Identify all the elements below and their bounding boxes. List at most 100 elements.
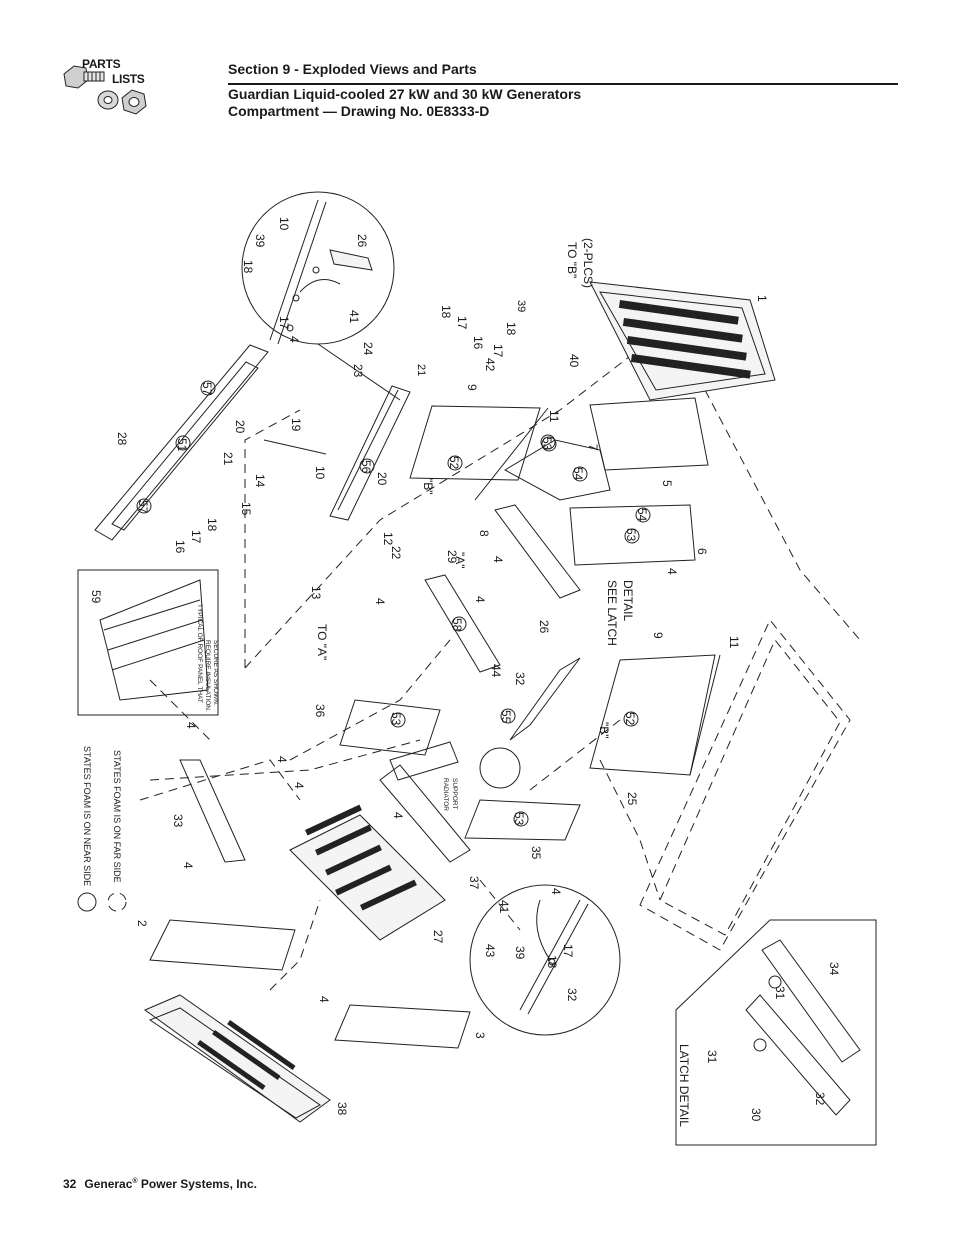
callout-26b: 26	[537, 620, 551, 634]
callout-39c: 39	[513, 946, 527, 960]
callout-29: 29	[445, 550, 459, 564]
callout-15: 15	[239, 502, 253, 516]
callout-52a: 52	[447, 456, 461, 470]
company-name: Generac	[84, 1177, 133, 1191]
callout-28: 28	[115, 432, 129, 446]
callout-4f: 4	[292, 782, 306, 789]
callout-57a: 57	[136, 500, 150, 514]
page-number: 32	[63, 1177, 77, 1191]
latch-detail-title: LATCH DETAIL	[677, 1044, 691, 1127]
callout-53a: 53	[540, 437, 554, 451]
callout-2: 2	[135, 920, 149, 927]
callout-58: 58	[450, 618, 464, 632]
callout-17a: 17	[189, 530, 203, 544]
callout-17e: 17	[561, 944, 575, 958]
callout-17c: 17	[455, 316, 469, 330]
callout-1: 1	[755, 295, 769, 302]
callout-39b: 39	[515, 300, 527, 312]
callout-18d: 18	[504, 322, 518, 336]
left-plates	[149, 759, 471, 1049]
radiator-support-line1: RADIATOR	[442, 778, 449, 811]
callout-9a: 9	[465, 384, 479, 391]
callout-21a: 21	[221, 452, 235, 466]
logo-text-parts: PARTS	[82, 57, 121, 71]
callout-31b: 31	[705, 1050, 719, 1064]
callout-4l: 4	[549, 888, 563, 895]
callout-57b: 57	[200, 382, 214, 396]
drawing-number: Compartment — Drawing No. 0E8333-D	[228, 103, 490, 119]
callout-22: 22	[389, 546, 403, 560]
callout-59: 59	[89, 590, 103, 604]
registered-mark: ®	[132, 1178, 138, 1185]
callout-52b: 52	[623, 712, 637, 726]
side-panel	[589, 397, 709, 471]
callout-51: 51	[175, 438, 189, 452]
detail-circle-bottom	[469, 884, 621, 1036]
callout-54b: 54	[635, 508, 649, 522]
callout-4i: 4	[491, 556, 505, 563]
mid-rails	[424, 504, 581, 673]
assembly-guide-lines	[139, 309, 861, 991]
callout-33: 33	[171, 814, 185, 828]
parts-lists-logo	[63, 65, 147, 115]
callout-4h: 4	[473, 596, 487, 603]
callout-41b: 41	[497, 900, 511, 914]
callout-32a: 32	[513, 672, 527, 686]
callout-56: 56	[359, 460, 373, 474]
ref-b-label-top: "B"	[421, 478, 435, 495]
callout-42: 42	[483, 358, 497, 372]
callout-53b: 53	[624, 528, 638, 542]
roof-panel-frame	[94, 344, 269, 541]
callout-32c: 32	[813, 1092, 827, 1106]
latch-detail-box	[675, 919, 877, 1146]
see-latch-detail-line1: SEE LATCH	[605, 580, 619, 646]
callout-11b: 11	[727, 636, 741, 649]
callout-35: 35	[529, 846, 543, 860]
callout-4a: 4	[287, 336, 301, 343]
roof-note-line1: TYPICAL OF ROOF PANEL THAT	[196, 604, 203, 703]
callout-4c: 4	[181, 862, 195, 869]
callout-18b: 18	[241, 260, 255, 274]
base-frame	[639, 619, 851, 951]
callout-21b: 21	[415, 364, 427, 376]
callout-24: 24	[361, 342, 375, 356]
to-b-label-line1: TO "B"	[565, 242, 579, 278]
callout-37: 37	[467, 876, 481, 890]
drawing-title: Guardian Liquid-cooled 27 kW and 30 kW G…	[228, 86, 582, 102]
radiator-support-line2: SUPPORT	[451, 778, 458, 809]
callout-4e: 4	[391, 812, 405, 819]
callout-38: 38	[335, 1102, 349, 1116]
callout-4g: 4	[317, 996, 331, 1003]
callout-10a: 10	[277, 217, 291, 231]
callout-5: 5	[660, 480, 674, 487]
callout-9b: 9	[651, 632, 665, 639]
callout-10b: 10	[313, 466, 327, 480]
radiator-support-bracket	[379, 741, 471, 863]
legend-near-side: STATES FOAM IS ON NEAR SIDE	[82, 746, 92, 886]
ref-b-label-bottom: "B"	[597, 722, 611, 739]
callout-31a: 31	[773, 986, 787, 1000]
air-intake-housing	[589, 281, 776, 401]
louvered-enclosure	[289, 804, 446, 941]
bolt-icon	[63, 65, 105, 89]
roof-bracket	[263, 385, 411, 521]
callout-30: 30	[749, 1108, 763, 1122]
callout-18c: 18	[439, 305, 453, 319]
ref-a-label: "A"	[453, 552, 467, 569]
header-rule	[228, 83, 898, 85]
roof-note-line3: SECURE AS SHOWN.	[212, 640, 219, 706]
to-b-label-line2: (2-PLCS)	[581, 238, 595, 288]
washer-icon	[97, 90, 119, 110]
company-name-rest: Power Systems, Inc.	[137, 1177, 257, 1191]
callout-53d: 53	[512, 812, 526, 826]
foam-legend	[77, 892, 127, 912]
callout-26a: 26	[355, 234, 369, 248]
callout-39a: 39	[253, 234, 267, 248]
to-a-label: TO "A"	[315, 624, 329, 660]
callout-3: 3	[473, 1032, 487, 1039]
callout-20a: 20	[233, 420, 247, 434]
roof-note-line2: REQUIRE INSULATION.	[204, 640, 211, 712]
roof-insulation-note-box	[77, 569, 219, 716]
callout-23: 23	[351, 364, 365, 378]
callout-20b: 20	[375, 472, 389, 486]
